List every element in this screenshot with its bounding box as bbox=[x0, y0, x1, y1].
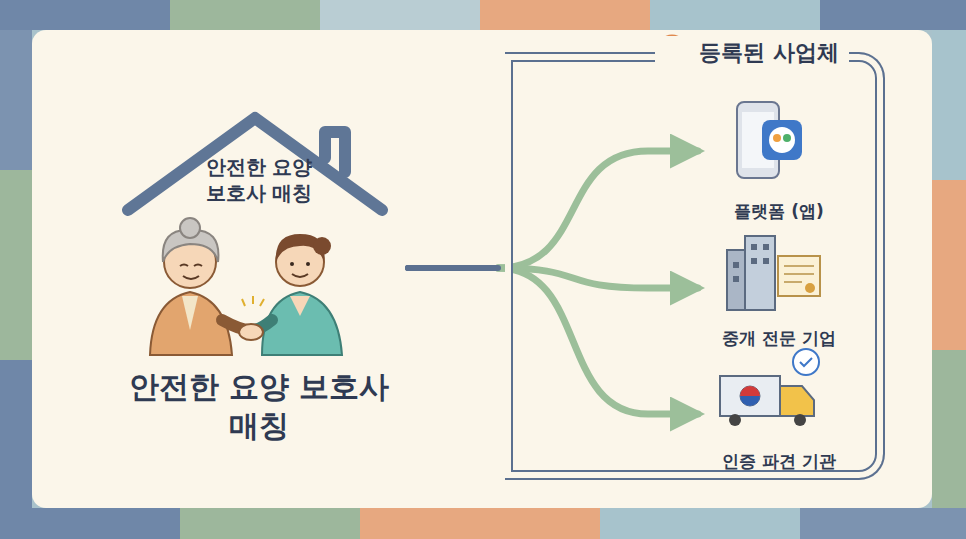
tile bbox=[180, 508, 360, 539]
tile bbox=[480, 0, 650, 30]
provider-label: 인증 파견 기관 bbox=[690, 450, 868, 472]
provider-label: 플랫폼 (앱) bbox=[690, 200, 868, 222]
branch-line bbox=[498, 268, 698, 414]
tile bbox=[820, 0, 966, 30]
caregiver bbox=[252, 234, 342, 355]
tile bbox=[0, 508, 180, 539]
provider-box: 플랫폼 (앱) bbox=[690, 99, 868, 224]
tile bbox=[0, 30, 32, 170]
stem-line bbox=[408, 265, 498, 271]
tile bbox=[170, 0, 320, 30]
main-title: 안전한 요양 보호사 매칭 bbox=[120, 367, 398, 445]
stem-line bbox=[408, 265, 498, 271]
sparkle bbox=[242, 296, 264, 306]
handshake bbox=[239, 324, 263, 340]
provider-box: 인증 파견 기관 bbox=[690, 362, 868, 474]
tile bbox=[320, 0, 480, 30]
tile bbox=[600, 508, 800, 539]
tile bbox=[932, 30, 966, 180]
stem-line bbox=[408, 265, 498, 271]
tile bbox=[800, 508, 966, 539]
tile bbox=[932, 180, 966, 350]
provider-label: 중개 전문 기업 bbox=[690, 327, 868, 349]
content-panel bbox=[32, 30, 932, 508]
truck-icon bbox=[720, 349, 819, 426]
tile bbox=[0, 0, 170, 30]
tile bbox=[360, 508, 600, 539]
group-label: 등록된 사업체 bbox=[655, 36, 849, 70]
branch-line bbox=[498, 151, 698, 268]
building-icon bbox=[727, 236, 820, 310]
elderly-woman bbox=[150, 218, 250, 355]
provider-box: 중개 전문 기업 bbox=[690, 236, 868, 351]
tile bbox=[650, 0, 820, 30]
roof-label: 안전한 요양 보호사 매칭 bbox=[174, 154, 344, 206]
branch-arrow bbox=[408, 268, 698, 288]
branch-arrow bbox=[408, 151, 698, 268]
tile bbox=[0, 170, 32, 360]
phone-icon bbox=[737, 102, 802, 178]
house-node: 안전한 요양 보호사 매칭안전한 요양 보호사 매칭 bbox=[120, 110, 398, 445]
branch-arrow bbox=[408, 268, 698, 414]
group-box: 등록된 사업체플랫폼 (앱)중개 전문 기업인증 파견 기관 bbox=[505, 52, 885, 480]
